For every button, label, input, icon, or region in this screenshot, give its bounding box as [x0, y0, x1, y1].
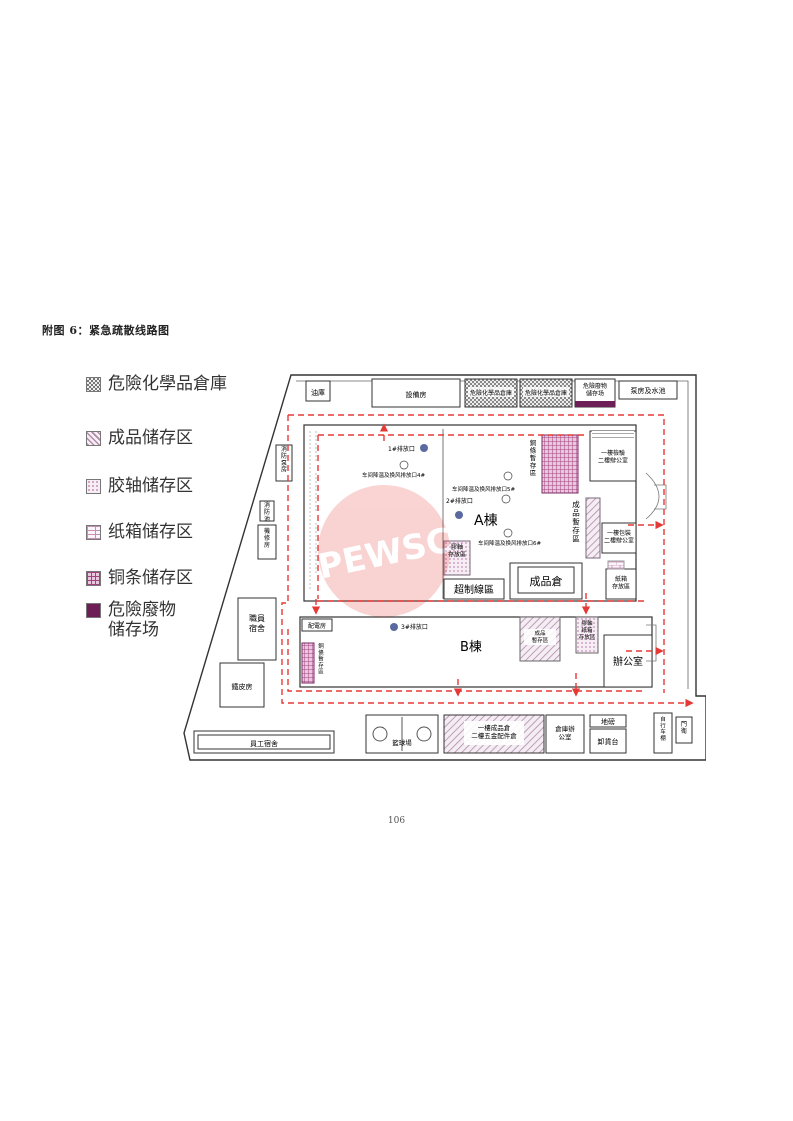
outlet-2-marker: [455, 511, 463, 519]
legend-label: 危險廢物 储存场: [108, 600, 176, 640]
oil-store: [305, 380, 331, 402]
warehouse-office: [545, 714, 585, 754]
page-number: 106: [387, 816, 406, 826]
gate-house: [675, 716, 693, 744]
evacuation-routes: [281, 414, 694, 708]
legend-label: 胶轴储存区: [108, 476, 193, 496]
basketball-court-label: 籃球場: [392, 738, 412, 747]
copper-store-a-label: 銅條暫存區: [530, 438, 537, 477]
scale: [589, 714, 627, 728]
glue-store-a-label: 膠軸存放區: [448, 543, 466, 559]
rubber-room: [219, 662, 265, 708]
copper-store-a: [541, 434, 579, 494]
product-temp-a-label: 成品暫存區: [572, 499, 580, 544]
legend-label: 纸箱储存区: [108, 522, 193, 542]
office-a1-label: 一樓檢驗二樓辦公室: [598, 449, 628, 465]
equipment-room-label: 設備房: [406, 390, 427, 399]
legend-swatch: [86, 431, 101, 446]
rubber-room-label: 鐵皮房: [232, 682, 253, 691]
top-row: 油庫 設備房 危險化學品倉庫 危險化學品倉庫 危險廢物儲存场 泵房及水池: [305, 378, 678, 408]
route-b-left: [287, 629, 642, 692]
power-room: [301, 618, 333, 632]
legend-swatch: [86, 571, 101, 586]
legend-label: 危險化學品倉庫: [108, 374, 227, 394]
evacuation-map: 油庫 設備房 危險化學品倉庫 危險化學品倉庫 危險廢物儲存场 泵房及水池 消防泵…: [183, 374, 706, 761]
product-warehouse-label: 成品倉: [530, 574, 563, 588]
equipment-room: [371, 378, 461, 408]
pump-room: [618, 380, 678, 400]
figure-caption: 附图 6：紧急疏散线路图: [42, 324, 170, 337]
copper-store-b-label: 銅條暫存區: [318, 642, 324, 675]
outlet-2-label: 2#排放口: [446, 497, 473, 505]
scale-label: 地磅: [601, 717, 615, 726]
bike-shed: [653, 712, 673, 754]
office-b: [603, 634, 653, 688]
vent-4-label: 车间降温及换风排放口4#: [362, 471, 426, 479]
fire-pool-label: 消防池: [264, 501, 270, 523]
chem-store-2-label: 危險化學品倉庫: [525, 389, 567, 397]
outlet-3-marker: [390, 623, 398, 631]
repair-room-label: 機修房: [264, 527, 270, 549]
carton-store-a-label: 紙箱存放區: [612, 575, 630, 591]
glue-store-b: [575, 616, 599, 654]
gate-house-label: 門衛: [681, 721, 687, 735]
waste-store-label: 危險廢物儲存场: [583, 382, 607, 398]
office-b-label: 辦公室: [613, 655, 643, 668]
unload-dock-label: 卸貨台: [598, 737, 619, 746]
left-side: 消防泵房 消防池 機修房 職員宿舍 鐵皮房: [219, 444, 293, 708]
office-a2: [601, 522, 637, 554]
super-line-label: 超制線區: [454, 583, 494, 596]
bike-shed-label: 自行车棚: [660, 715, 666, 742]
warehouse-bottom-label: 一樓成品倉二樓五金配件倉: [471, 723, 517, 740]
power-room-label: 配電房: [308, 622, 326, 630]
copper-store-b: [301, 642, 315, 684]
bottom-row: 員工宿舍 籃球場 一樓成品倉二樓五金配件倉 倉庫辦公室 地磅 卸貨台 自行车棚 …: [193, 712, 693, 754]
legend-label: 成品储存区: [108, 428, 193, 448]
fire-pump-room: [275, 444, 293, 482]
fire-pool: [259, 500, 275, 522]
unload-dock: [589, 728, 627, 754]
fire-pump-room-label: 消防泵房: [281, 445, 287, 474]
office-a2-label: 一樓包裝二樓辦公室: [604, 529, 634, 545]
legend-swatch: [86, 525, 101, 540]
oil-store-label: 油庫: [311, 388, 325, 397]
product-store-b-label: 成品暫存區: [532, 629, 549, 644]
warehouse-office-label: 倉庫辦公室: [555, 724, 575, 741]
product-temp-a: [585, 497, 601, 559]
outlet-1-label: 1#排放口: [388, 445, 415, 453]
legend-swatch: [86, 603, 101, 618]
glue-store-a: [443, 540, 471, 576]
building-a: 1#排放口 车间降温及换风排放口4# 车间降温及换风排放口5# 2#排放口 A棟…: [303, 424, 637, 602]
staff-dorm-label: 員工宿舍: [250, 739, 278, 748]
watermark: PEWSC: [314, 485, 455, 617]
building-a-label: A棟: [474, 513, 498, 529]
outlet-3-label: 3#排放口: [401, 623, 428, 631]
route-outer-top: [288, 414, 665, 693]
legend-swatch: [86, 479, 101, 494]
office-a1: [589, 430, 637, 482]
dorm-label: 職員宿舍: [249, 614, 265, 633]
route-outer-left: [281, 415, 694, 708]
glue-store-b-label: 膠軸紙箱存放區: [579, 619, 596, 641]
pump-room-label: 泵房及水池: [631, 386, 666, 395]
outlet-1-marker: [420, 444, 428, 452]
legend-label: 铜条储存区: [108, 568, 193, 588]
dorm: [237, 597, 277, 661]
building-b: 配電房 銅條暫存區 3#排放口 B棟 成品暫存區 膠軸紙箱存放區 辦公室: [299, 616, 653, 688]
vent-6-label: 车间降温及换风排放口6#: [478, 539, 542, 547]
vent-5-label: 车间降温及换风排放口5#: [452, 485, 516, 493]
building-b-label: B棟: [460, 640, 482, 655]
site-boundary: [183, 374, 706, 761]
super-line-area: [443, 578, 505, 600]
carton-store-a: [605, 568, 637, 600]
chem-store-1-label: 危險化學品倉庫: [470, 389, 512, 397]
legend-swatch: [86, 377, 101, 392]
repair-room: [257, 524, 277, 560]
